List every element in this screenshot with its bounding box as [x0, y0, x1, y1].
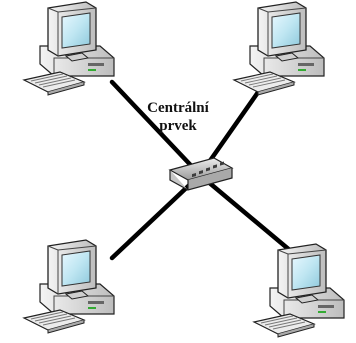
link-top-left [109, 79, 203, 178]
network-switch-icon [168, 157, 234, 191]
link-bottom-left [109, 172, 203, 261]
pc-top-left-icon [23, 1, 115, 96]
central-label-line2: prvek [159, 118, 197, 134]
pc-top-right-icon [233, 1, 325, 96]
pc-bottom-right-icon [253, 243, 345, 338]
central-element-label: Centrální prvek [144, 99, 212, 135]
pc-bottom-left-icon [23, 239, 115, 334]
central-label-line1: Centrální [147, 100, 209, 116]
link-bottom-right [197, 172, 295, 255]
